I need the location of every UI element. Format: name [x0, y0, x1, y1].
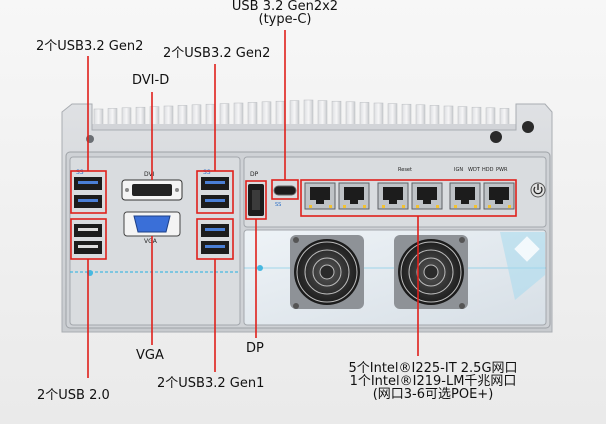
usb-stack-mid: SS	[201, 169, 229, 254]
dvi-print: DVI	[144, 171, 155, 178]
usb-c-port: SS	[273, 185, 297, 208]
dp-label: DP	[246, 341, 264, 356]
rj45-port-3	[377, 182, 409, 210]
rj45-port-5	[449, 182, 481, 210]
lan-label-line3: (网口3-6可选POE+)	[372, 387, 494, 402]
callout-lines	[87, 30, 419, 378]
mount-hole-icon	[490, 131, 502, 143]
mid-usb32-gen2-label: 2个USB3.2 Gen2	[163, 46, 271, 61]
ss-logo: SS	[203, 169, 211, 176]
rj45-port-1	[304, 182, 336, 210]
ss-logo: SS	[76, 169, 84, 176]
left-usb32-gen2-label: 2个USB3.2 Gen2	[36, 39, 144, 54]
wdt-print: WDT	[468, 167, 481, 173]
ign-print: IGN	[454, 167, 463, 173]
fan-1	[290, 235, 364, 309]
usb-typec-label: USB 3.2 Gen2x2 (type-C)	[212, 0, 358, 26]
dvi-label: DVI-D	[132, 73, 170, 88]
usb-typec-label-line2: (type-C)	[258, 12, 312, 27]
usb-typec-label-line1: USB 3.2 Gen2x2	[231, 0, 339, 14]
rj45-port-6	[483, 182, 515, 210]
pwr-print: PWR	[496, 167, 508, 173]
dvi-port: DVI	[121, 171, 183, 201]
fan-2	[394, 235, 468, 309]
lan-label: 5个Intel®I225-IT 2.5G网口 1个Intel®I219-LM千兆…	[340, 362, 526, 401]
usb32-gen1-label: 2个USB3.2 Gen1	[157, 376, 265, 391]
vga-print: VGA	[144, 238, 158, 245]
lan-label-line2: 1个Intel®I219-LM千兆网口	[349, 374, 517, 389]
vga-port: VGA	[123, 211, 181, 245]
fan-cassette	[70, 229, 547, 326]
rj45-port-4	[411, 182, 443, 210]
vga-label: VGA	[136, 348, 164, 363]
lan-ports	[304, 182, 515, 210]
hdd-print: HDD	[482, 167, 494, 173]
usb20-label: 2个USB 2.0	[37, 388, 110, 403]
dp-port: DP	[248, 171, 264, 216]
rj45-port-2	[338, 182, 370, 210]
reset-print: Reset	[398, 167, 412, 173]
ss-logo: SS	[275, 202, 281, 208]
lan-label-line1: 5个Intel®I225-IT 2.5G网口	[348, 361, 518, 376]
power-button	[530, 182, 546, 198]
mount-hole-icon	[522, 121, 534, 133]
dp-print: DP	[250, 171, 259, 178]
usb-stack-left: SS	[74, 169, 102, 254]
